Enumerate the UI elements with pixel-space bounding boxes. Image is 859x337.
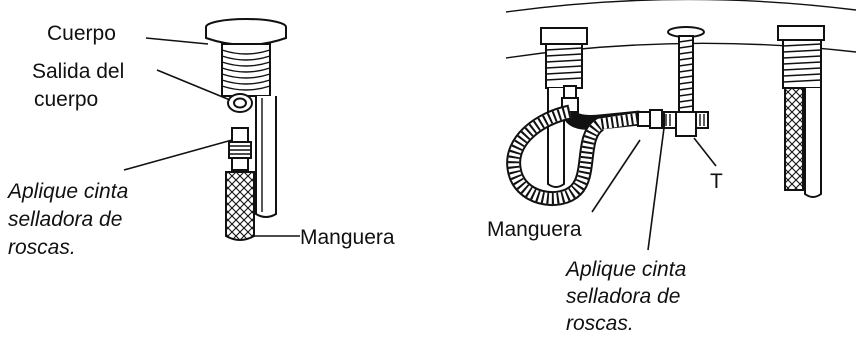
right-hose-label: Manguera xyxy=(487,218,582,241)
tape-label-line3: roscas. xyxy=(8,236,76,259)
right-tape-label-line2: selladora de xyxy=(566,285,680,308)
outlet-label-line2: cuerpo xyxy=(34,88,98,111)
right-tape-label-line3: roscas. xyxy=(566,312,634,335)
hose-fitting xyxy=(229,128,251,170)
hose-fitting-right xyxy=(638,110,662,128)
tee-fitting xyxy=(664,112,708,136)
outlet-leader xyxy=(157,70,230,100)
right-detail: Manguera T Aplique cinta selladora de ro… xyxy=(487,0,856,335)
tape-label-line2: selladora de xyxy=(8,208,122,231)
standpipe xyxy=(256,96,276,217)
right-tape-leader xyxy=(648,128,664,250)
outlet-label-line1: Salida del xyxy=(32,60,124,83)
hose-loop xyxy=(514,112,640,199)
braided-hose xyxy=(226,172,254,240)
center-supply xyxy=(668,27,704,114)
body-outlet xyxy=(228,94,252,112)
tape-leader xyxy=(124,140,232,170)
tee-label: T xyxy=(710,170,723,193)
threaded-body xyxy=(222,44,270,96)
right-tape-label-line1: Aplique cinta xyxy=(564,258,686,281)
hose-label: Manguera xyxy=(300,226,395,249)
tee-leader xyxy=(694,138,716,166)
body-leader xyxy=(146,38,208,44)
tape-label-line1: Aplique cinta xyxy=(6,180,128,203)
jet-body-right xyxy=(778,26,824,197)
body-flange xyxy=(206,19,286,45)
left-detail: Cuerpo Salida del cuerpo Aplique cinta s… xyxy=(6,19,395,259)
right-hose-leader xyxy=(592,140,640,212)
body-label: Cuerpo xyxy=(47,22,116,45)
